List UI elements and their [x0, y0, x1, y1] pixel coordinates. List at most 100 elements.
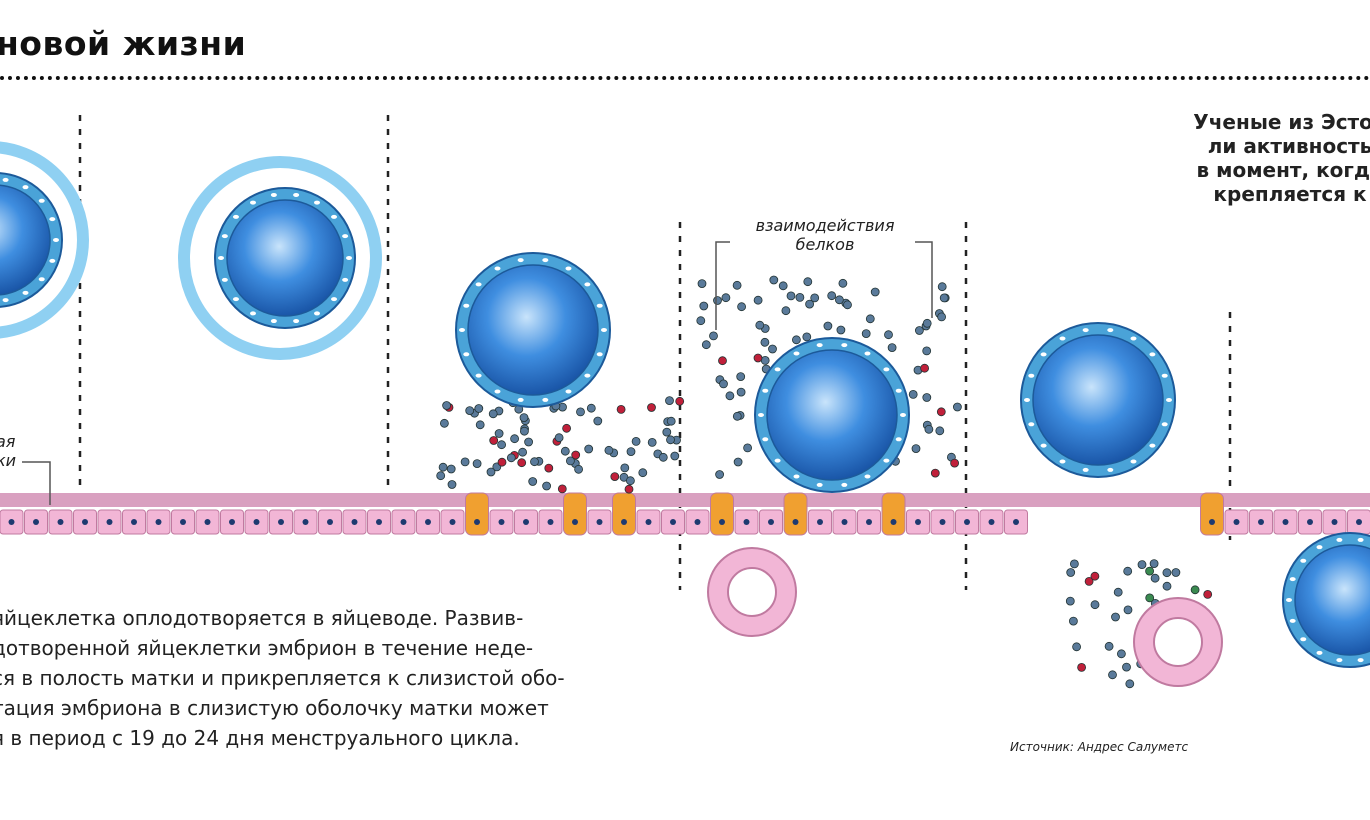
- protein-molecule: [620, 463, 630, 473]
- protein-molecule: [626, 447, 636, 457]
- protein-molecule: [1123, 605, 1133, 615]
- cell-nucleus: [131, 519, 137, 525]
- protein-molecule: [1145, 593, 1155, 603]
- cell-nucleus: [774, 458, 781, 463]
- cell-nucleus: [743, 519, 750, 525]
- cell-nucleus: [425, 519, 431, 525]
- cell-nucleus: [494, 389, 501, 394]
- protein-molecule: [494, 429, 504, 438]
- protein-molecule: [666, 416, 676, 426]
- signal-molecule: [624, 484, 634, 494]
- protein-molecule: [737, 302, 746, 312]
- protein-molecule: [810, 293, 820, 303]
- cell-nucleus: [1149, 443, 1156, 448]
- cell-nucleus: [900, 413, 906, 417]
- cell-nucleus: [218, 256, 224, 260]
- protein-molecule: [638, 468, 648, 478]
- signal-molecule: [610, 472, 620, 482]
- cell-nucleus: [302, 519, 309, 525]
- cell-nucleus: [547, 519, 554, 525]
- protein-molecule: [474, 404, 484, 413]
- blastocyst-cavity: [1032, 334, 1164, 466]
- signal-molecule: [497, 457, 507, 467]
- cell-nucleus: [1286, 598, 1292, 602]
- cell-nucleus: [1059, 336, 1066, 341]
- protein-molecule: [519, 413, 529, 423]
- protein-molecule: [436, 471, 446, 481]
- text-line: Ученые из Эстон: [1193, 110, 1370, 134]
- protein-molecule: [1123, 566, 1133, 576]
- cell-nucleus: [542, 397, 549, 402]
- protein-molecule: [760, 337, 770, 347]
- cell-nucleus: [1107, 328, 1114, 333]
- protein-molecule: [1137, 560, 1147, 569]
- protein-molecule: [465, 406, 475, 416]
- paragraph-line: дотворенной яйцеклетки эмбрион в течение…: [0, 636, 534, 660]
- cell-nucleus: [475, 373, 482, 378]
- cell-nucleus: [895, 388, 902, 393]
- cell-nucleus: [57, 519, 64, 525]
- protein-molecule: [778, 281, 788, 291]
- signal-molecule: [930, 468, 940, 478]
- source-credit: Источник: Андрес Салуметс: [1010, 740, 1189, 754]
- cell-nucleus: [351, 519, 358, 525]
- cell-nucleus: [270, 192, 277, 197]
- protein-molecule: [475, 420, 485, 430]
- cell-nucleus: [895, 437, 902, 442]
- protein-molecule: [658, 452, 668, 462]
- blastocyst-cavity: [0, 184, 51, 296]
- cell-nucleus: [517, 397, 524, 402]
- protein-molecule: [1108, 670, 1117, 680]
- cell-nucleus: [250, 200, 256, 205]
- paragraph-line: ся в полость матки и прикрепляется к сли…: [0, 666, 565, 690]
- protein-molecule: [937, 282, 947, 292]
- signal-molecule: [1090, 571, 1100, 581]
- cell-nucleus: [2, 298, 9, 303]
- protein-molecule: [631, 436, 641, 446]
- epithelium-surface: [0, 493, 1370, 507]
- cell-nucleus: [762, 388, 769, 393]
- cell-nucleus: [1082, 467, 1089, 472]
- protein-molecule: [446, 464, 456, 474]
- protein-molecule: [1065, 596, 1075, 606]
- cell-nucleus: [1316, 650, 1323, 655]
- protein-molecule: [1072, 642, 1081, 652]
- cell-nucleus: [565, 389, 572, 394]
- protein-molecule: [1150, 573, 1160, 583]
- cut-label-line: ки: [0, 451, 17, 470]
- cell-nucleus: [327, 519, 333, 525]
- protein-molecule: [725, 391, 735, 401]
- protein-molecule: [924, 424, 934, 434]
- protein-molecule: [662, 427, 672, 437]
- protein-molecule: [719, 379, 728, 389]
- cell-nucleus: [939, 519, 946, 525]
- cell-nucleus: [22, 185, 29, 190]
- protein-molecule: [736, 387, 746, 397]
- cell-nucleus: [49, 217, 56, 222]
- cell-nucleus: [793, 474, 800, 479]
- gland-lumen: [1153, 617, 1203, 667]
- protein-molecule: [715, 470, 724, 479]
- cell-nucleus: [841, 343, 848, 348]
- protein-molecule: [560, 446, 570, 456]
- protein-molecule: [861, 329, 871, 339]
- cell-nucleus: [53, 238, 59, 242]
- cell-nucleus: [155, 519, 162, 525]
- gland-lumen: [727, 567, 777, 617]
- cell-nucleus: [817, 519, 823, 525]
- protein-molecule: [442, 401, 452, 410]
- cell-nucleus: [816, 482, 823, 487]
- cell-nucleus: [1331, 519, 1338, 525]
- cut-label-line: ая: [0, 432, 16, 451]
- cell-nucleus: [229, 519, 235, 525]
- protein-molecule: [593, 416, 603, 426]
- protein-molecule: [699, 301, 709, 311]
- protein-interactions-label: взаимодействия белков: [735, 216, 915, 254]
- protein-molecule: [524, 437, 533, 447]
- cell-nucleus: [596, 352, 603, 357]
- cell-nucleus: [314, 311, 320, 316]
- signal-molecule: [517, 458, 527, 468]
- cell-nucleus: [331, 297, 338, 302]
- cell-nucleus: [106, 519, 113, 525]
- cell-nucleus: [1289, 577, 1296, 582]
